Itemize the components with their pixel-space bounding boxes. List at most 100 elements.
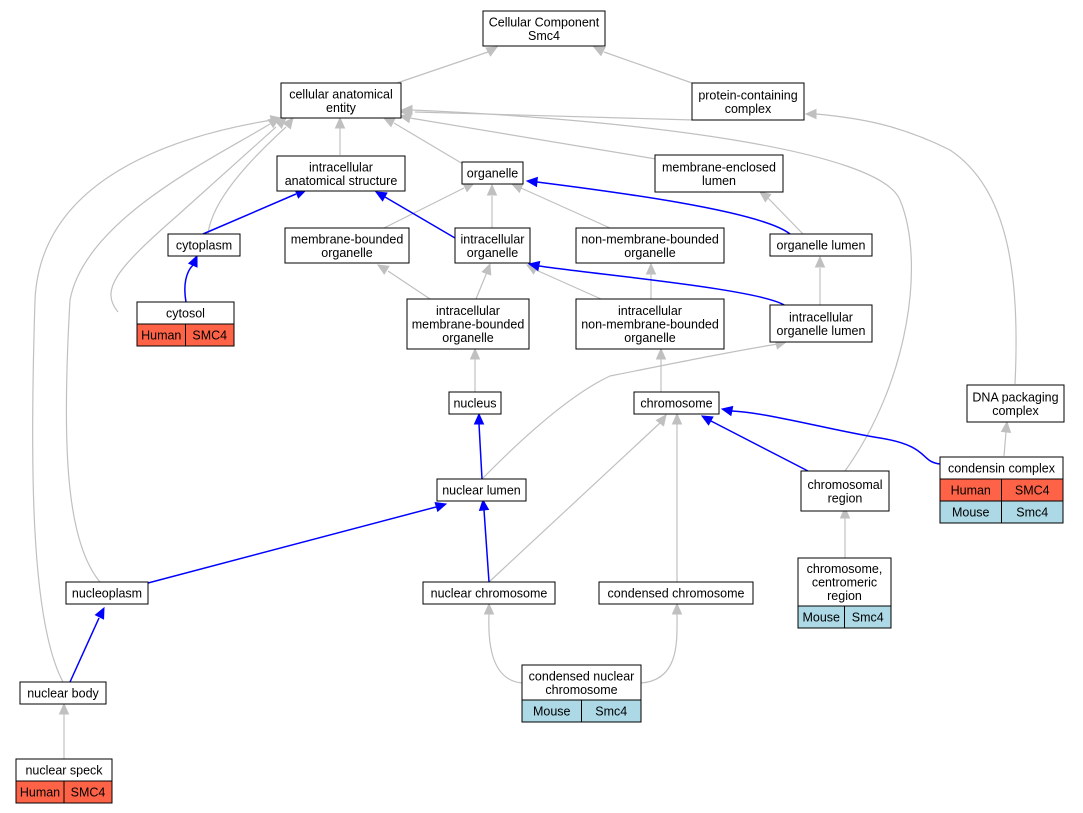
arrowhead [398,112,412,124]
edge-is-a [655,347,667,392]
node-label: lumen [702,174,736,188]
node-label: protein-containing [698,88,797,102]
edge-is-a [510,183,611,229]
edge-is-a [334,116,346,155]
node-label: intracellular [461,232,525,246]
edge-is-a [839,506,851,558]
node-label: condensed nuclear [529,669,635,683]
node-label: cytoplasm [176,239,232,253]
node-label: region [828,491,863,505]
edge-part-of [202,189,308,235]
node-box [797,557,892,607]
node-label: condensin complex [948,462,1056,476]
arrowhead [469,347,481,360]
edge-is-a [32,115,283,683]
node-box [575,227,725,264]
gene-cell [581,699,642,723]
node-label: membrane-enclosed [662,160,776,174]
edge-is-a [1000,420,1012,457]
node-chromosome[interactable]: chromosome [633,391,720,415]
edge-is-a [207,117,294,235]
gene-cell [185,323,235,347]
node-np[interactable]: nucleoplasm [65,581,149,605]
node-box [167,233,241,257]
edge-is-a [592,46,693,84]
node-nl[interactable]: nuclear lumen [436,478,527,502]
node-box [19,681,107,705]
node-nb[interactable]: nuclear body [19,681,107,705]
node-box [966,384,1065,423]
arrowhead [671,412,683,425]
node-cytoplasm[interactable]: cytoplasm [167,233,241,257]
node-nc[interactable]: nuclear chromosome [422,581,556,605]
node-box [575,298,725,350]
node-cdc[interactable]: condensed chromosome [598,581,754,605]
arrowhead [814,255,826,268]
node-inmbo[interactable]: intracellularnon-membrane-boundedorganel… [575,298,725,350]
node-label: chromosome [545,683,617,697]
gene-label: Smc4 [595,705,627,719]
arrowhead [58,702,70,715]
node-box [800,470,890,512]
node-label: membrane-bounded [291,232,404,246]
node-ol[interactable]: organelle lumen [769,233,873,257]
arrowhead [376,264,390,275]
arrowhead [187,254,198,268]
species-label: Human [20,786,60,800]
arrowhead [374,191,388,202]
node-box [284,227,410,264]
node-box [65,581,149,605]
node-label: Smc4 [528,29,560,43]
node-label: organelle [624,331,675,345]
node-label: organelle [467,246,518,260]
edge-is-a [486,183,498,228]
node-organelle[interactable]: organelle [461,161,524,185]
gene-cell [1001,500,1064,524]
arrowhead [592,46,606,57]
node-nucleus[interactable]: nucleus [448,391,502,415]
edge-part-of [527,260,788,308]
arrowhead [720,405,734,417]
gene-label: Smc4 [852,611,884,625]
node-label: complex [725,102,772,116]
node-box [691,82,805,121]
node-label: organelle [624,246,675,260]
node-box [769,233,873,257]
species-label: Mouse [533,705,571,719]
arrowhead [382,117,396,128]
gene-cell [844,605,892,629]
node-label: nuclear speck [25,764,103,778]
node-box [448,391,502,415]
edge-is-a [469,347,481,392]
node-label: centromeric [812,576,877,590]
node-box [436,478,527,502]
node-label: chromosome [640,397,712,411]
node-label: organelle lumen [777,239,866,253]
node-label: chromosome, [807,562,883,576]
arrowhead [510,183,524,194]
node-box [633,391,720,415]
edge-part-of [700,415,809,472]
arrowhead [274,117,287,129]
arrowhead [671,602,683,615]
node-label: organelle [467,167,518,181]
node-label: organelle lumen [777,324,866,338]
